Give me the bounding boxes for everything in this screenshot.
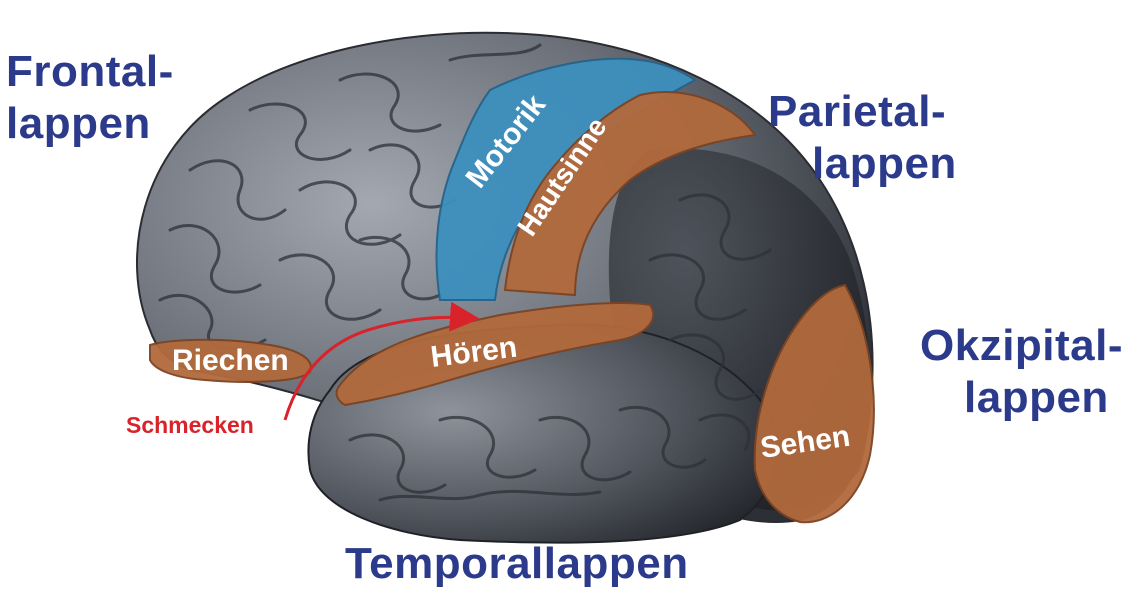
temporal-lobe-line1: Temporallappen xyxy=(345,539,689,588)
occipital-lobe-line2: lappen xyxy=(964,373,1109,422)
visual-region xyxy=(753,283,875,524)
frontal-lobe-label: Frontal- lappen xyxy=(6,46,174,150)
taste-label: Schmecken xyxy=(126,412,254,438)
parietal-lobe-line2: lappen xyxy=(812,139,957,188)
smell-label: Riechen xyxy=(172,344,289,377)
frontal-lobe-line2: lappen xyxy=(6,99,151,148)
somatosensory-region xyxy=(503,91,757,297)
occipital-lobe-label: Okzipital- lappen xyxy=(920,320,1123,424)
occipital-lobe-line1: Okzipital- xyxy=(920,321,1124,370)
taste-arrow xyxy=(283,301,480,421)
parietal-lobe-line1: Parietal- xyxy=(768,87,947,136)
temporal-lobe-label: Temporallappen xyxy=(345,538,689,590)
gyri-pattern xyxy=(158,43,772,502)
parietal-lobe-label: Parietal- lappen xyxy=(768,86,957,190)
frontal-lobe-line1: Frontal- xyxy=(6,47,174,96)
